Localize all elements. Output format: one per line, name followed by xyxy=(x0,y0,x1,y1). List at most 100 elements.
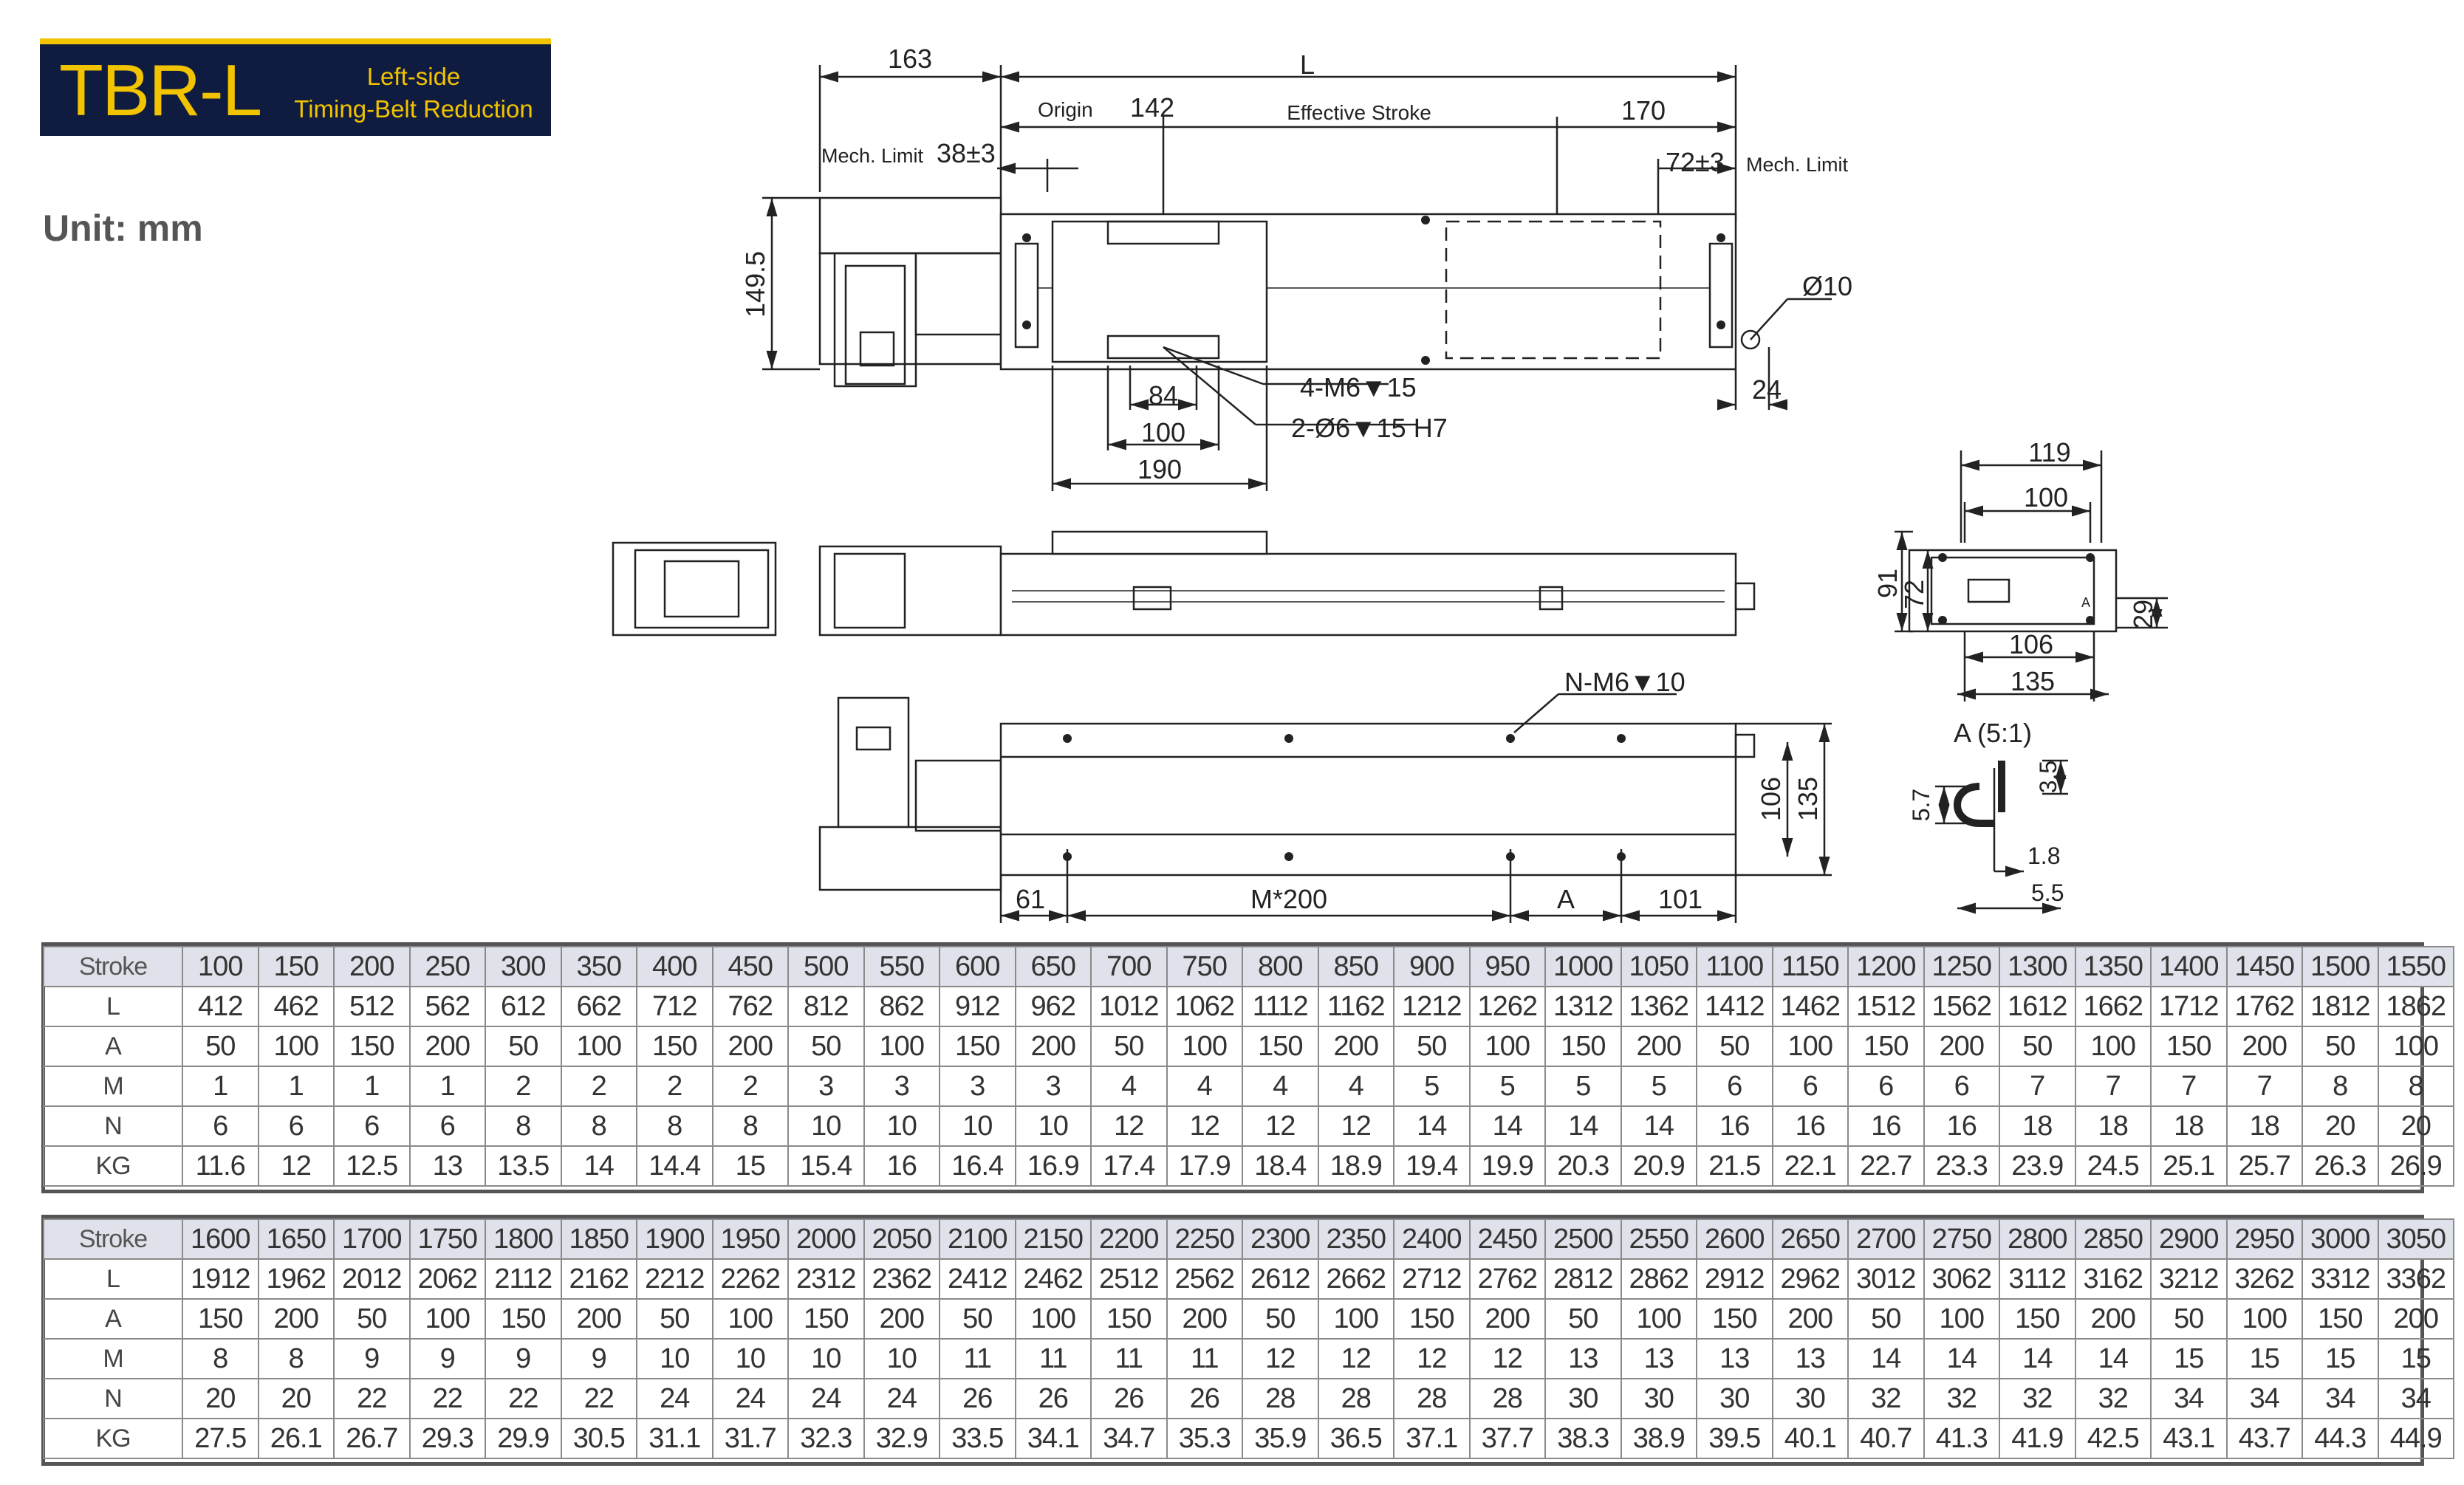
row-label: L xyxy=(43,986,183,1027)
table-cell: 150 xyxy=(1090,1298,1168,1340)
table-cell: 21.5 xyxy=(1696,1145,1773,1187)
table-cell: 16 xyxy=(863,1145,940,1187)
table-cell: 44.3 xyxy=(2302,1418,2379,1459)
table-cell: 150 xyxy=(1393,1298,1471,1340)
unit-label: Unit: mm xyxy=(43,208,203,249)
row-label: Stroke xyxy=(43,1218,183,1260)
table-cell: 150 xyxy=(1544,1026,1622,1067)
table-cell: 2800 xyxy=(1999,1218,2076,1260)
table-cell: 20 xyxy=(2377,1105,2454,1147)
table-cell: 650 xyxy=(1014,946,1092,987)
table-cell: 1 xyxy=(333,1066,411,1107)
table-cell: 600 xyxy=(939,946,1016,987)
table-cell: 3162 xyxy=(2074,1258,2152,1300)
table-cell: 15 xyxy=(2377,1338,2454,1379)
table-cell: 1850 xyxy=(560,1218,637,1260)
table-cell: 200 xyxy=(711,1026,789,1067)
table-cell: 16 xyxy=(1847,1105,1925,1147)
table-cell: 2462 xyxy=(1014,1258,1092,1300)
table-cell: 1900 xyxy=(636,1218,713,1260)
table-cell: 10 xyxy=(939,1105,1016,1147)
table-cell: 12 xyxy=(1317,1105,1394,1147)
dim-119: 119 xyxy=(2028,437,2070,467)
table-cell: 150 xyxy=(787,1298,865,1340)
table-cell: 22 xyxy=(485,1378,562,1419)
table-cell: 200 xyxy=(863,1298,940,1340)
table-cell: 17.9 xyxy=(1166,1145,1243,1187)
table-cell: 1962 xyxy=(257,1258,335,1300)
table-cell: 50 xyxy=(787,1026,865,1067)
table-cell: 31.1 xyxy=(636,1418,713,1459)
dim-5-5: 5.5 xyxy=(2031,879,2064,906)
table-cell: 150 xyxy=(2302,1298,2379,1340)
table-cell: 16.9 xyxy=(1014,1145,1092,1187)
dim-135-end: 135 xyxy=(2010,666,2055,696)
table-cell: 22 xyxy=(408,1378,486,1419)
table-cell: 2 xyxy=(711,1066,789,1107)
table-cell: 400 xyxy=(636,946,713,987)
table-cell: 900 xyxy=(1393,946,1471,987)
table-cell: 100 xyxy=(863,1026,940,1067)
table-cell: 9 xyxy=(408,1338,486,1379)
row-label: KG xyxy=(43,1418,183,1459)
table-cell: 7 xyxy=(2225,1066,2303,1107)
table-cell: 43.7 xyxy=(2225,1418,2303,1459)
table-cell: 3012 xyxy=(1847,1258,1925,1300)
table-cell: 100 xyxy=(711,1298,789,1340)
table-cell: 14 xyxy=(1923,1338,2000,1379)
dim-135-bottom: 135 xyxy=(1793,777,1823,821)
table-cell: 10 xyxy=(863,1105,940,1147)
table-cell: 150 xyxy=(182,1298,259,1340)
table-cell: 18.4 xyxy=(1242,1145,1319,1187)
table-cell: 16 xyxy=(1696,1105,1773,1147)
table-cell: 2050 xyxy=(863,1218,940,1260)
table-cell: 31.7 xyxy=(711,1418,789,1459)
table-cell: 26.9 xyxy=(2377,1145,2454,1187)
table-cell: 34 xyxy=(2302,1378,2379,1419)
dim-m200: M*200 xyxy=(1250,884,1327,914)
table-cell: 1712 xyxy=(2150,986,2228,1027)
table-cell: 2 xyxy=(560,1066,637,1107)
table-cell: 50 xyxy=(1090,1026,1168,1067)
dim-l: L xyxy=(1300,49,1315,80)
table-cell: 462 xyxy=(257,986,335,1027)
table-cell: 1662 xyxy=(2074,986,2152,1027)
table-cell: 14 xyxy=(1999,1338,2076,1379)
technical-drawing: 163 L Origin 142 Effective Stroke 170 Me… xyxy=(612,44,2168,923)
callout-pin: 2-Ø6▼15 H7 xyxy=(1291,413,1448,443)
table-cell: 100 xyxy=(2074,1026,2152,1067)
table-cell: 18 xyxy=(1999,1105,2076,1147)
table-cell: 30 xyxy=(1771,1378,1849,1419)
table-cell: 28 xyxy=(1317,1378,1394,1419)
table-cell: 2250 xyxy=(1166,1218,1243,1260)
table-cell: 13 xyxy=(408,1145,486,1187)
table-cell: 1100 xyxy=(1696,946,1773,987)
table-cell: 150 xyxy=(1999,1298,2076,1340)
table-cell: 23.9 xyxy=(1999,1145,2076,1187)
table-cell: 1912 xyxy=(182,1258,259,1300)
table-cell: 12 xyxy=(1090,1105,1168,1147)
table-cell: 4 xyxy=(1242,1066,1319,1107)
table-cell: 24 xyxy=(636,1378,713,1419)
table-cell: 8 xyxy=(560,1105,637,1147)
table-cell: 35.3 xyxy=(1166,1418,1243,1459)
row-label: A xyxy=(43,1298,183,1340)
table-cell: 20 xyxy=(257,1378,335,1419)
table-cell: 20.9 xyxy=(1620,1145,1697,1187)
dim-100-end: 100 xyxy=(2024,482,2068,512)
table-cell: 8 xyxy=(257,1338,335,1379)
table-cell: 8 xyxy=(2302,1066,2379,1107)
table-cell: 5 xyxy=(1468,1066,1546,1107)
table-cell: 2000 xyxy=(787,1218,865,1260)
table-cell: 100 xyxy=(1166,1026,1243,1067)
table-cell: 11.6 xyxy=(182,1145,259,1187)
table-cell: 42.5 xyxy=(2074,1418,2152,1459)
dim-38: 38±3 xyxy=(937,138,996,168)
table-cell: 14 xyxy=(1468,1105,1546,1147)
table-cell: 200 xyxy=(408,1026,486,1067)
table-cell: 34 xyxy=(2225,1378,2303,1419)
table-cell: 3062 xyxy=(1923,1258,2000,1300)
